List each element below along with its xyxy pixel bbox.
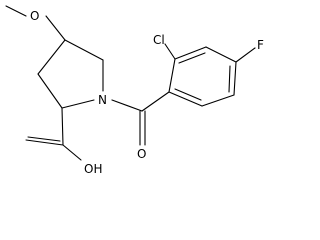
bond-c2-cooh <box>61 107 64 146</box>
atom-label-carboxyl-oh: OH <box>84 162 102 176</box>
bond-c4-c5 <box>64 39 104 61</box>
bond-methoxy-o-c4 <box>45 15 66 41</box>
bond-cooh-oh <box>62 144 82 161</box>
bond-ar-c1-c2 <box>168 58 176 93</box>
bond-n-c2 <box>61 99 95 109</box>
bond-ar-c4-c5 <box>233 61 237 96</box>
atom-labels: O N Cl F O OH <box>30 9 264 176</box>
atom-label-methoxy-o: O <box>30 9 39 23</box>
bond-ar-c6-c1 <box>168 91 203 107</box>
bond-c2-c3 <box>37 73 63 109</box>
bond-ar-c2-c3-inner <box>178 52 206 64</box>
bond-ar-c4-c5-inner <box>228 65 231 93</box>
bond-cooh-carbonyl-outer <box>25 139 64 146</box>
atom-label-ring-n: N <box>98 93 107 107</box>
atom-label-chloro: Cl <box>153 33 165 47</box>
bond-c3-c4 <box>37 39 66 75</box>
bond-ar-c5-c6 <box>201 94 235 107</box>
bonds <box>5 5 256 161</box>
bond-n-amide-c <box>111 99 143 112</box>
bond-ar-c2-c3 <box>174 46 207 60</box>
bond-cooh-carbonyl-inner <box>27 136 61 142</box>
bond-methyl-methoxy-o <box>5 5 27 17</box>
bond-ar-c2-cl <box>164 43 176 60</box>
bond-amide-c-aryl <box>141 91 170 112</box>
bond-ar-c4-f <box>235 47 256 63</box>
bond-ar-c6-c1-inner <box>174 88 202 101</box>
atom-label-fluoro: F <box>257 38 264 52</box>
atom-label-carbonyl-o: O <box>137 147 146 161</box>
bond-ar-c3-c4 <box>205 46 237 63</box>
chemical-structure: O N Cl F O OH <box>5 5 264 176</box>
